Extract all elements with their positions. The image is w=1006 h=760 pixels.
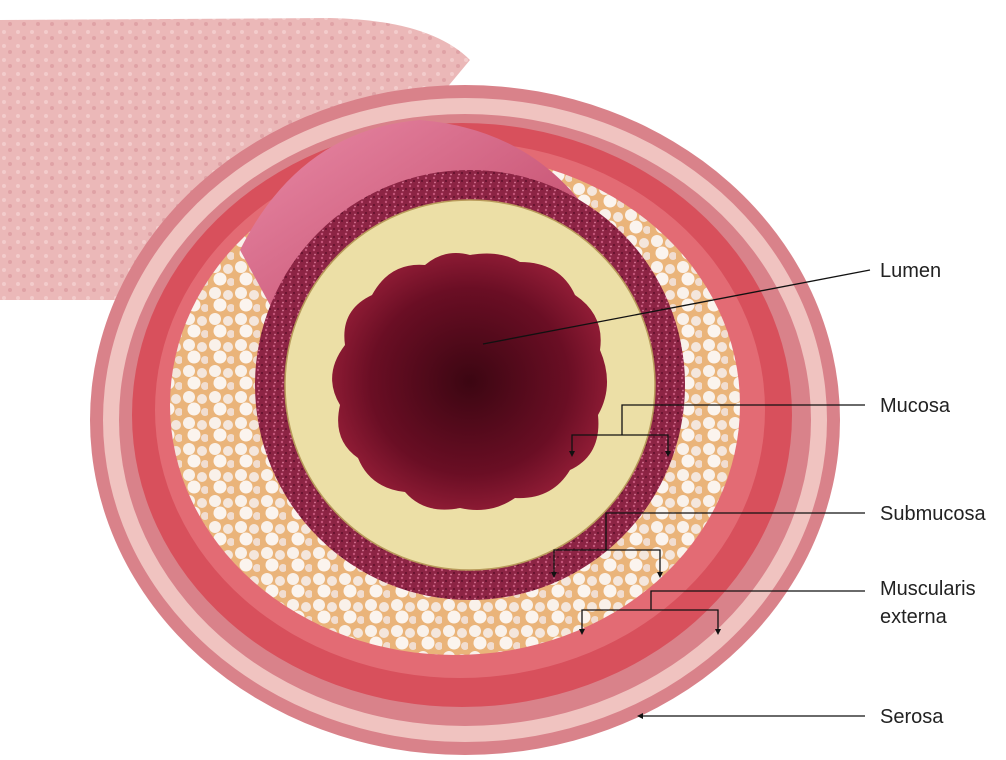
label-muscularis-externa-line2: externa [880, 604, 947, 630]
label-submucosa: Submucosa [880, 501, 986, 527]
label-mucosa: Mucosa [880, 393, 950, 419]
label-serosa: Serosa [880, 704, 943, 730]
label-muscularis-externa-line1: Muscularis [880, 576, 976, 602]
label-lumen: Lumen [880, 258, 941, 284]
